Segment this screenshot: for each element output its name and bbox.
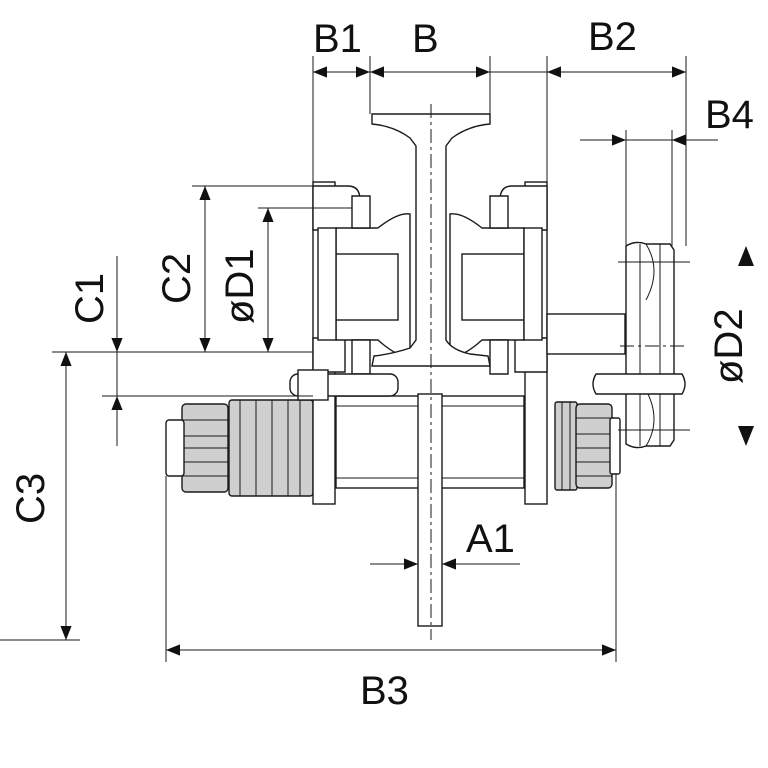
label-a1: A1	[466, 517, 515, 561]
right-nut	[575, 403, 621, 489]
chain-wheel-shaft	[546, 313, 686, 395]
load-bar	[417, 393, 443, 627]
d2-arrow-up	[738, 246, 754, 266]
dimension-lines	[0, 56, 754, 662]
right-wheel	[449, 195, 543, 375]
label-c2: C2	[155, 253, 199, 304]
left-wheel	[317, 195, 411, 375]
left-spacer	[228, 399, 314, 497]
label-c1: C1	[68, 273, 112, 324]
d2-arrow-down	[738, 426, 754, 446]
chain-wheel	[625, 241, 675, 449]
label-b3: B3	[360, 669, 409, 713]
label-c3: C3	[9, 473, 53, 524]
label-d1: øD1	[218, 248, 262, 324]
stud-bolt	[289, 369, 399, 401]
trolley-assembly	[165, 104, 686, 640]
right-spacer	[554, 401, 578, 491]
label-b: B	[412, 17, 439, 61]
label-b4: B4	[705, 93, 754, 137]
left-nut	[165, 403, 229, 493]
label-b2: B2	[588, 15, 637, 59]
dimension-labels: B1 B B2 B4 C2 øD1 C1 C3 øD2 A1 B3	[9, 15, 754, 713]
label-b1: B1	[313, 17, 362, 61]
label-d2: øD2	[707, 308, 751, 384]
